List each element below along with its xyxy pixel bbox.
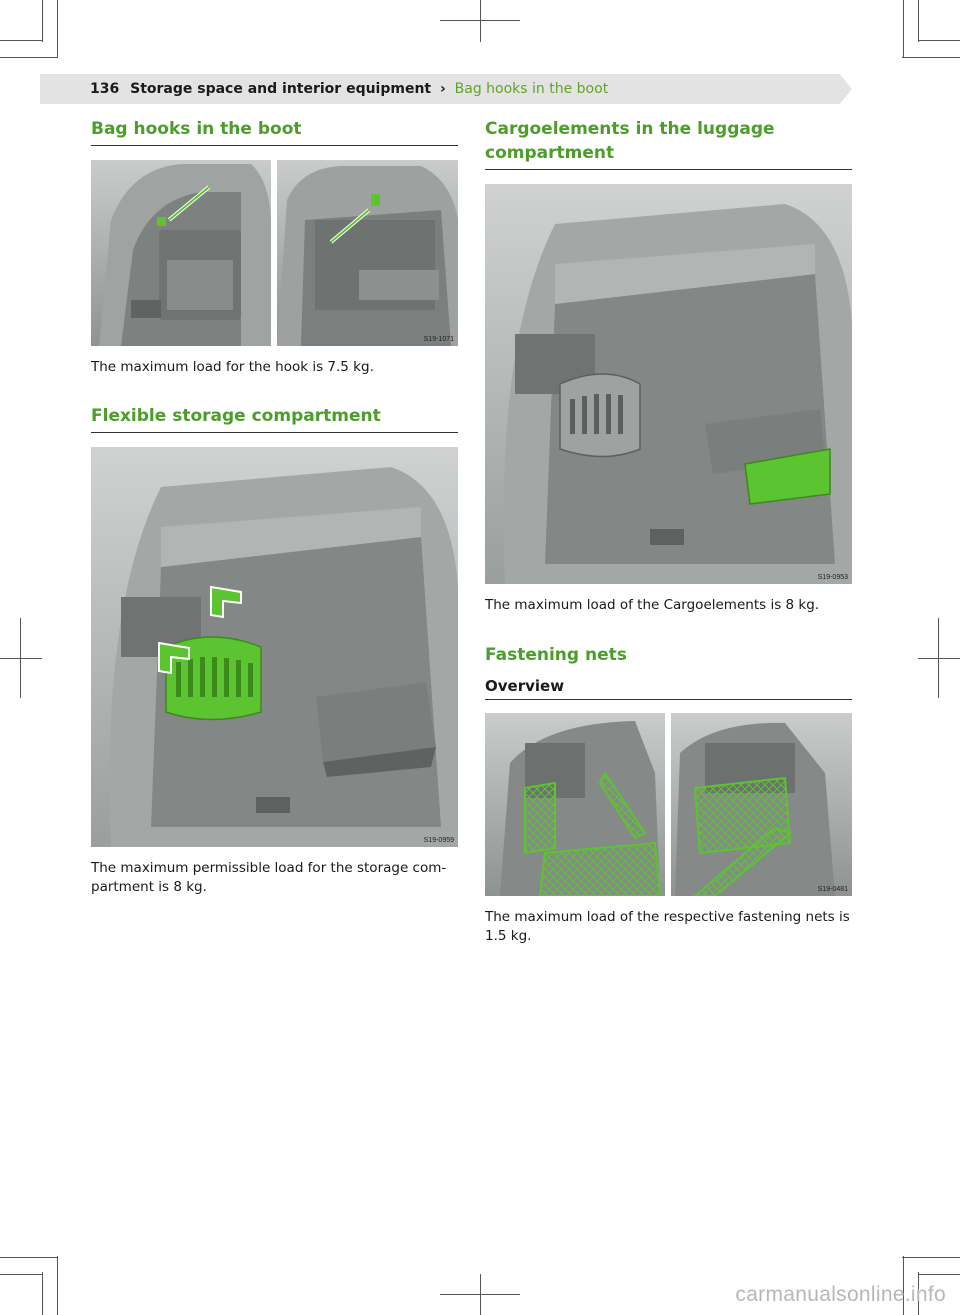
running-header: 136 Storage space and interior equipment… <box>90 80 608 98</box>
fastening-nets-illustration <box>485 713 852 896</box>
subheading-overview: Overview <box>485 677 852 700</box>
heading-fastening-nets: Fastening nets <box>485 645 627 665</box>
page-number: 136 <box>90 81 120 97</box>
flexible-storage-text: The maximum permissible load for the sto… <box>91 860 447 895</box>
breadcrumb-separator: › <box>440 81 446 97</box>
cargoelements-text: The maximum load of the Cargoelements is… <box>485 597 820 613</box>
figure-id-fastening-nets: S19-0481 <box>817 886 848 893</box>
heading-flexible-storage: Flexible storage compartment <box>91 404 458 433</box>
figure-id-bag-hooks: S19-1071 <box>423 336 454 343</box>
figure-id-flexible-storage: S19-0959 <box>423 837 454 844</box>
figure-flexible-storage: S19-0959 <box>91 447 458 847</box>
heading-bag-hooks: Bag hooks in the boot <box>91 117 458 146</box>
flexible-storage-illustration <box>91 447 458 847</box>
fastening-nets-text: The maximum load of the respective faste… <box>485 909 850 944</box>
left-column: Bag hooks in the boot <box>91 117 458 897</box>
figure-bag-hooks: S19-1071 <box>91 160 458 346</box>
heading-cargoelements: Cargoelements in the luggage compartment <box>485 117 852 170</box>
section-title: Storage space and interior equipment <box>130 81 432 97</box>
bag-hooks-illustration <box>91 160 458 346</box>
breadcrumb-subsection: Bag hooks in the boot <box>454 81 609 97</box>
cargoelements-illustration <box>485 184 852 584</box>
header-band <box>40 74 852 104</box>
bag-hooks-text: The maximum load for the hook is 7.5 kg. <box>91 359 374 375</box>
figure-fastening-nets: S19-0481 <box>485 713 852 896</box>
figure-cargoelements: S19-0953 <box>485 184 852 584</box>
right-column: Cargoelements in the luggage compartment <box>485 117 852 946</box>
figure-id-cargoelements: S19-0953 <box>817 574 848 581</box>
watermark: carmanualsonline.info <box>735 1283 946 1306</box>
